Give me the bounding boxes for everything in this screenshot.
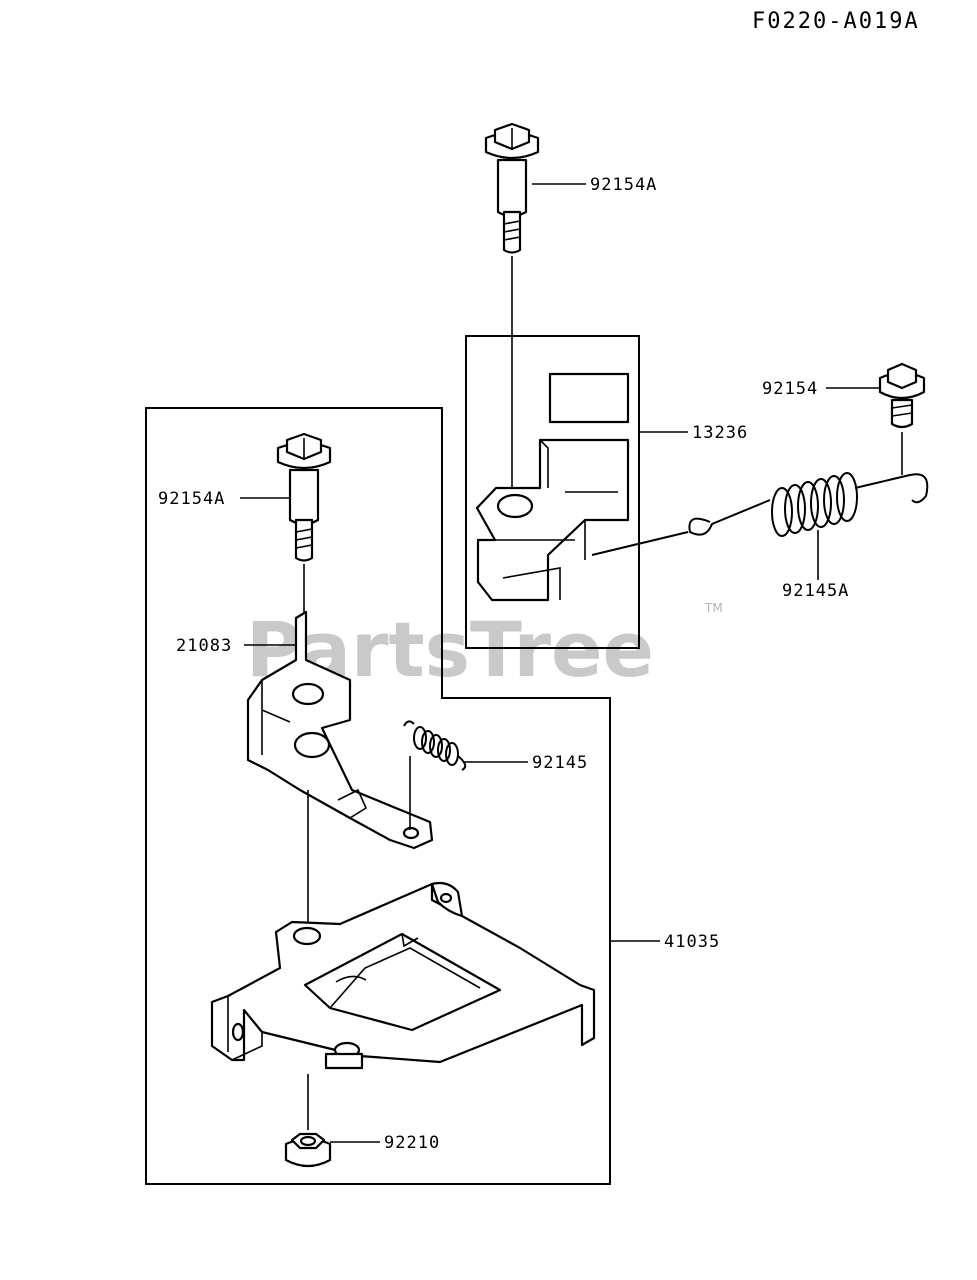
label-plate-41035: 41035 — [664, 932, 720, 952]
label-bolt-92154: 92154 — [762, 379, 818, 399]
lever-21083[interactable] — [246, 610, 434, 850]
spring-92145a[interactable] — [591, 472, 929, 556]
group-box-41035 — [145, 407, 611, 1185]
label-bracket-13236: 13236 — [692, 423, 748, 443]
watermark-trademark: TM — [704, 601, 723, 615]
label-bolt-92154a-left: 92154A — [158, 489, 225, 509]
nut-92210[interactable] — [284, 1132, 332, 1168]
label-spring-92145a: 92145A — [782, 581, 849, 601]
callout-leaders — [240, 183, 880, 1143]
label-spring-92145: 92145 — [532, 753, 588, 773]
bracket-13236[interactable] — [475, 372, 630, 602]
group-box-13236 — [465, 335, 640, 649]
bolt-92154[interactable] — [878, 362, 926, 429]
bolt-92154a-top[interactable] — [484, 122, 540, 254]
label-bolt-92154a-top: 92154A — [590, 175, 657, 195]
diagram-code: F0220-A019A — [752, 9, 920, 34]
plate-41035[interactable] — [210, 881, 596, 1070]
bolt-92154a-left[interactable] — [276, 432, 332, 562]
label-lever-21083: 21083 — [176, 636, 232, 656]
spring-92145[interactable] — [403, 720, 467, 771]
label-nut-92210: 92210 — [384, 1133, 440, 1153]
